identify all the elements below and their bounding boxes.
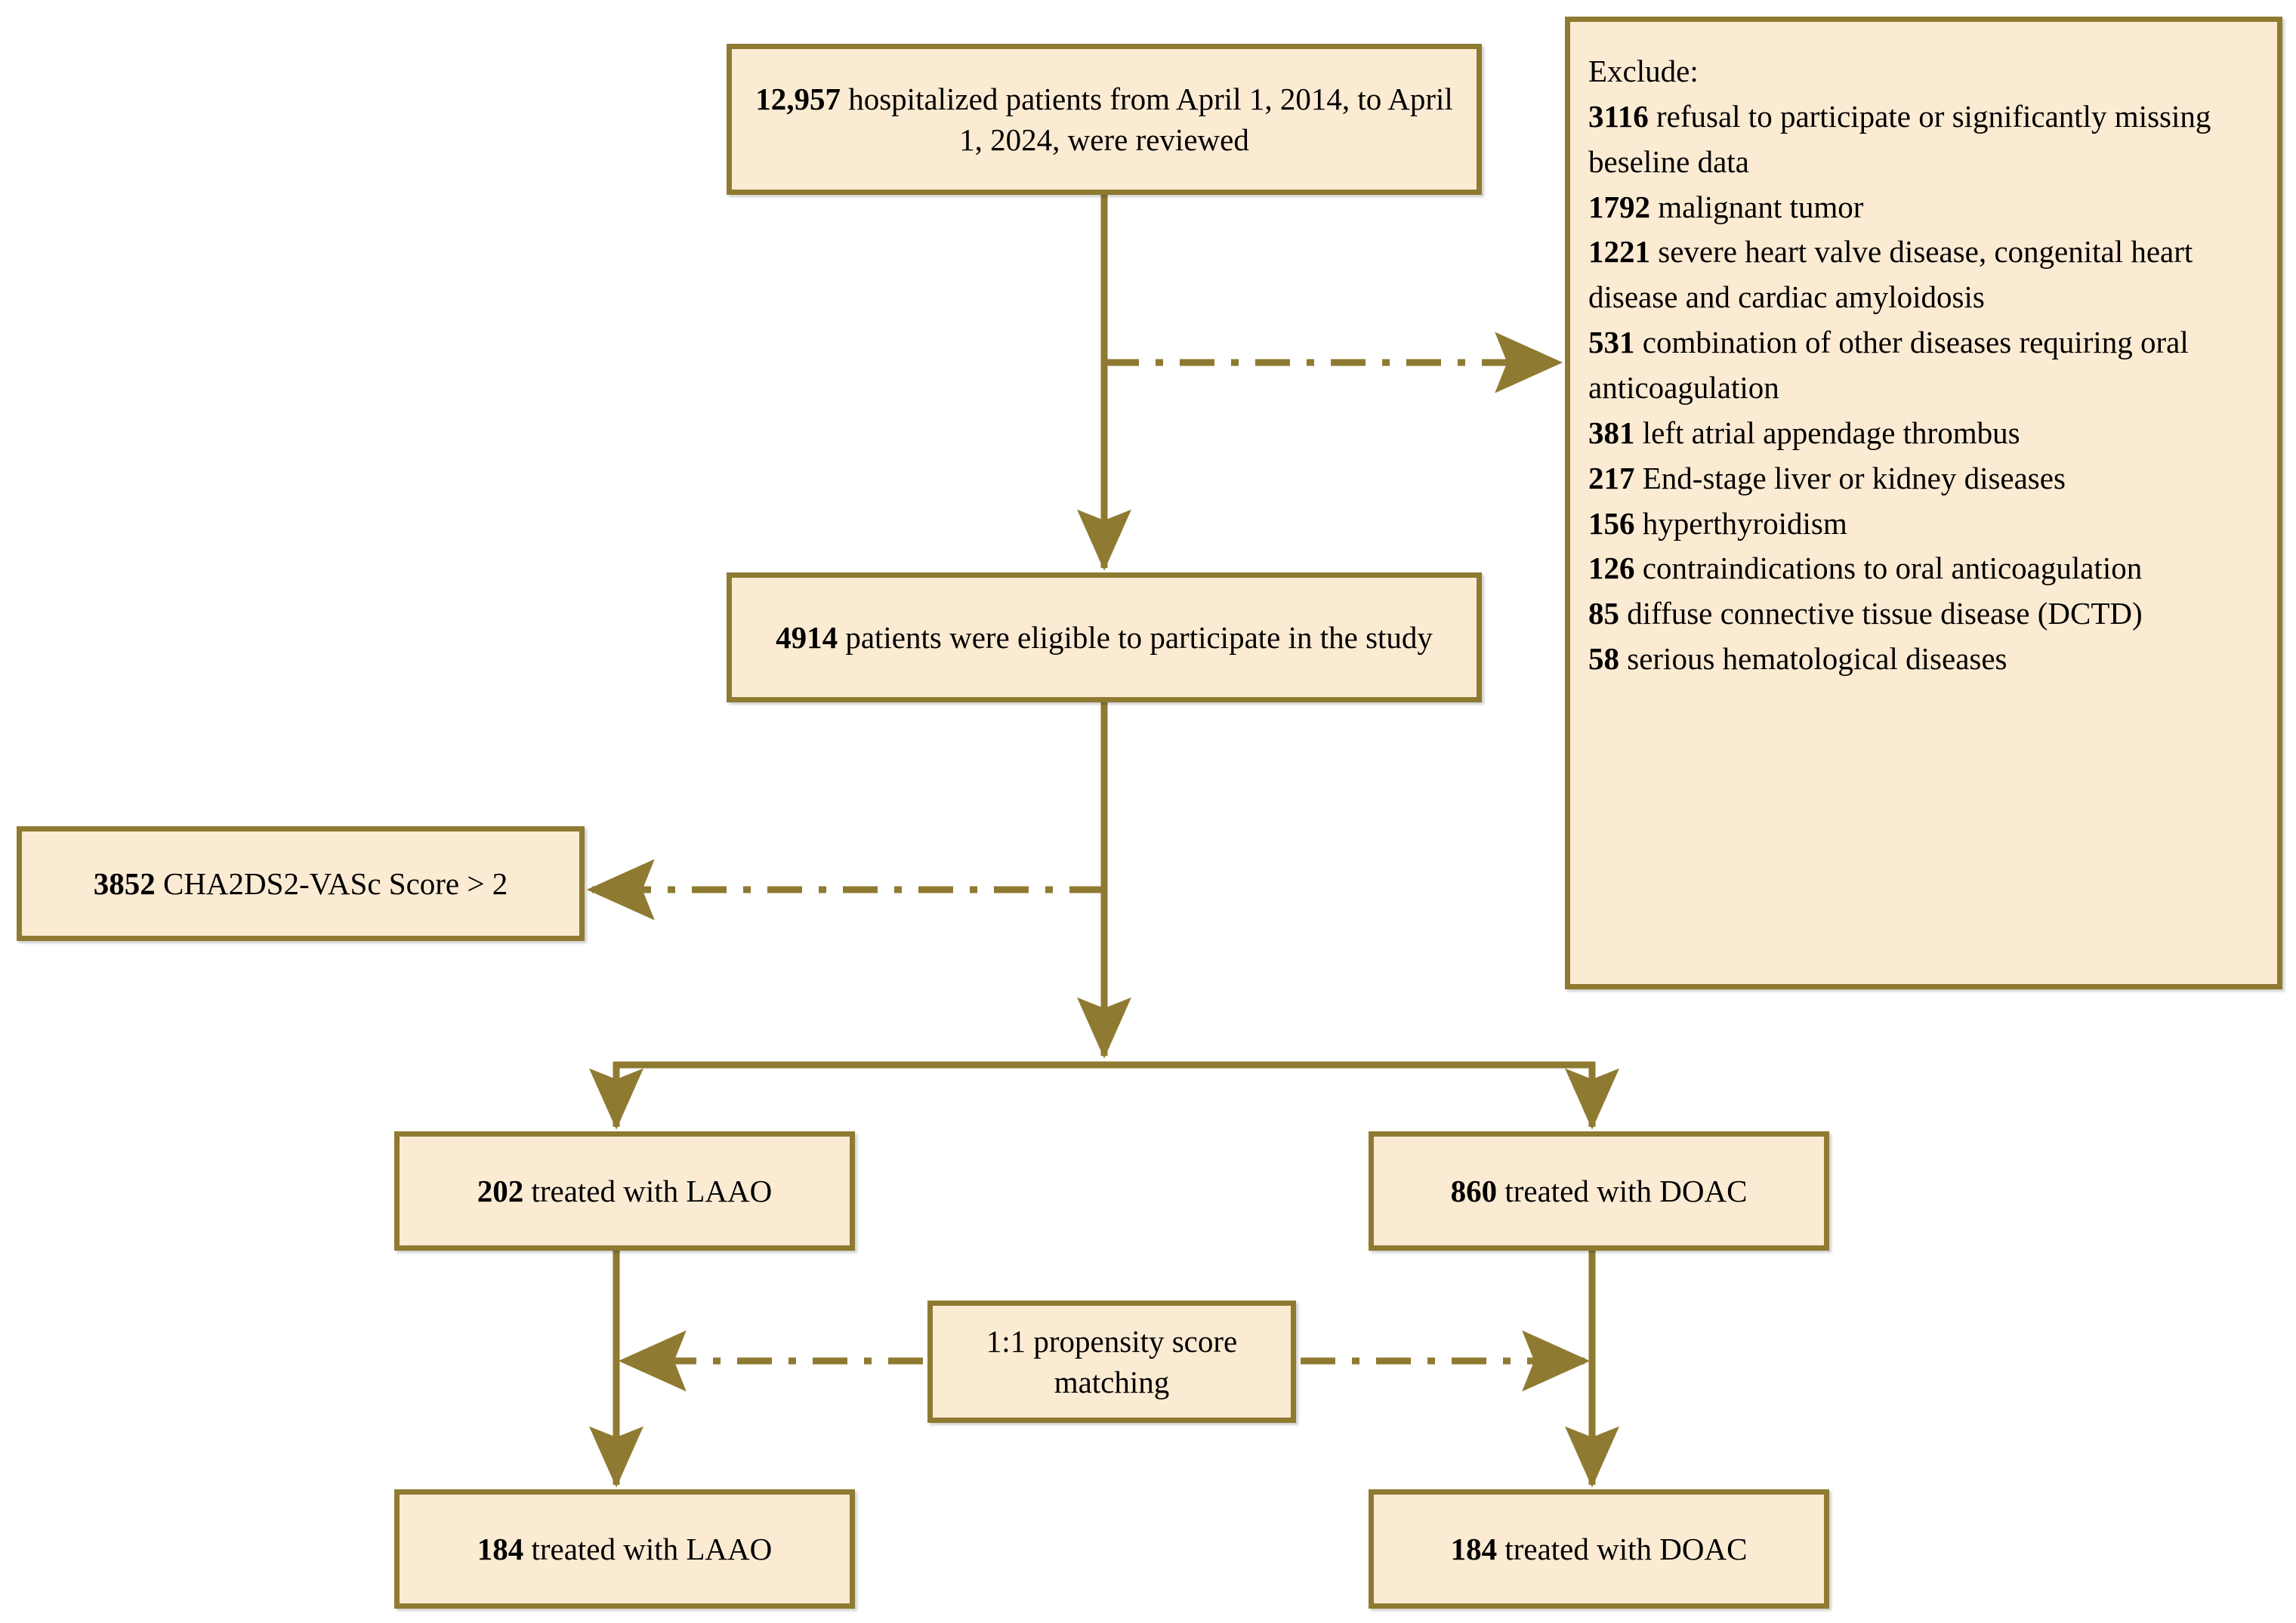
exclusion-count-5: 217 [1588,460,1635,495]
node-eligible-patients-count: 4914 [776,619,838,655]
node-laao-post-match: 184 treated with LAAO [394,1489,855,1609]
exclusion-reason-6: hyperthyroidism [1634,505,1847,541]
node-laao-post-match-count: 184 [477,1531,524,1566]
exclusion-reason-3: combination of other diseases requiring … [1588,325,2189,406]
node-chads-vasc-text: 3852 CHA2DS2-VASc Score > 2 [82,863,520,904]
exclusion-count-1: 1792 [1588,189,1650,224]
node-doac-pre-match-text: 860 treated with DOAC [1439,1171,1760,1211]
exclusion-reason-1: malignant tumor [1650,189,1864,224]
node-doac-pre-match-label: treated with DOAC [1497,1173,1748,1208]
node-eligible-patients-text: 4914 patients were eligible to participa… [764,617,1445,658]
exclusion-heading: Exclude: [1588,54,1699,88]
psm-line-1: 1:1 propensity score [986,1323,1238,1359]
psm-line-2: matching [1054,1365,1170,1399]
exclusion-count-8: 85 [1588,596,1619,631]
node-chads-vasc-excluded: 3852 CHA2DS2-VASc Score > 2 [17,826,585,941]
node-doac-post-match-label: treated with DOAC [1497,1531,1748,1566]
node-propensity-score-matching-text: 1:1 propensity score matching [974,1321,1249,1402]
node-doac-post-match: 184 treated with DOAC [1369,1489,1829,1609]
exclusion-reason-8: diffuse connective tissue disease (DCTD) [1619,596,2143,631]
node-eligible-patients: 4914 patients were eligible to participa… [727,572,1482,702]
exclusion-reason-2: severe heart valve disease, congenital h… [1588,234,2193,315]
node-laao-pre-match: 202 treated with LAAO [394,1131,855,1251]
node-laao-post-match-label: treated with LAAO [523,1531,773,1566]
node-laao-pre-match-label: treated with LAAO [523,1173,773,1208]
node-hospitalized-reviewed: 12,957 hospitalized patients from April … [727,44,1482,195]
exclusion-count-6: 156 [1588,505,1635,541]
node-doac-post-match-text: 184 treated with DOAC [1439,1529,1760,1569]
exclusion-reason-4: left atrial appendage thrombus [1634,415,2020,450]
exclusion-count-7: 126 [1588,551,1635,586]
node-propensity-score-matching: 1:1 propensity score matching [927,1301,1296,1423]
node-doac-pre-match: 860 treated with DOAC [1369,1131,1829,1251]
node-laao-pre-match-text: 202 treated with LAAO [465,1171,785,1211]
node-hospitalized-reviewed-text: 12,957 hospitalized patients from April … [732,79,1477,160]
node-exclusion-list: Exclude: 3116 refusal to participate or … [1565,17,2282,989]
node-hospitalized-reviewed-count: 12,957 [755,81,841,116]
exclusion-reason-7: contraindications to oral anticoagulatio… [1634,551,2143,586]
node-laao-post-match-text: 184 treated with LAAO [465,1529,785,1569]
exclusion-count-9: 58 [1588,641,1619,677]
exclusion-count-3: 531 [1588,325,1635,360]
exclusion-reason-0: refusal to participate or significantly … [1588,98,2211,179]
node-eligible-patients-label: patients were eligible to participate in… [838,619,1433,655]
exclusion-count-0: 3116 [1588,98,1649,134]
node-laao-pre-match-count: 202 [477,1173,524,1208]
exclusion-reason-9: serious hematological diseases [1619,641,2007,677]
node-chads-vasc-count: 3852 [93,865,156,901]
node-doac-pre-match-count: 860 [1450,1173,1498,1208]
exclusion-count-2: 1221 [1588,234,1650,270]
exclusion-count-4: 381 [1588,415,1635,450]
node-hospitalized-reviewed-label: hospitalized patients from April 1, 2014… [840,81,1453,157]
exclusion-list-body: Exclude: 3116 refusal to participate or … [1588,49,2270,682]
node-chads-vasc-label: CHA2DS2-VASc Score > 2 [155,865,508,901]
exclusion-reason-5: End-stage liver or kidney diseases [1634,460,2066,495]
node-doac-post-match-count: 184 [1450,1531,1498,1566]
